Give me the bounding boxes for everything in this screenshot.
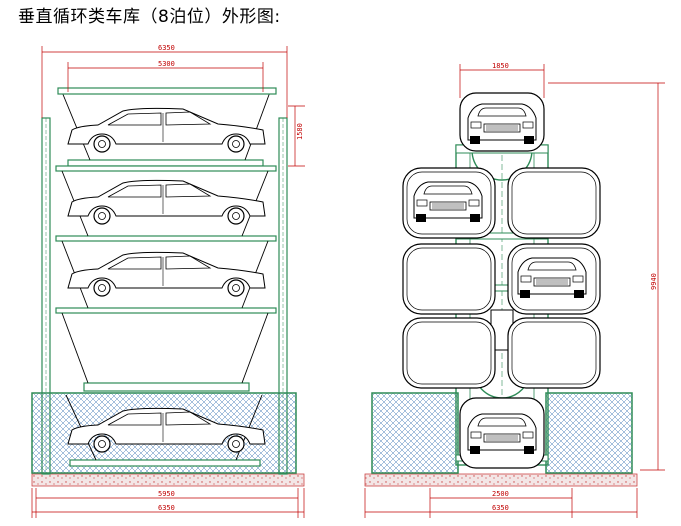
front-base-width: 6350 [492, 504, 509, 512]
side-car-1 [67, 107, 266, 153]
page-title: 垂直循环类车库（8泊位）外形图: [18, 7, 281, 27]
front-dimensions [364, 64, 665, 518]
side-top-height: 1580 [296, 123, 304, 140]
front-view: 1850 9940 2500 6350 [364, 62, 665, 518]
front-pit-mesh-left [371, 392, 459, 474]
pod-right-3 [507, 317, 601, 389]
pod-left-3 [402, 317, 496, 389]
front-base-inner-width: 2500 [492, 490, 509, 498]
side-car-3 [67, 251, 266, 297]
side-platforms [55, 159, 277, 467]
front-overall-height: 9940 [650, 273, 658, 290]
side-base-width: 6350 [158, 504, 175, 512]
side-base-inner-width: 5950 [158, 490, 175, 498]
front-ground [364, 473, 638, 487]
pod-left-2 [402, 243, 496, 315]
side-platform-width: 5300 [158, 60, 175, 68]
side-overall-width: 6350 [158, 44, 175, 52]
side-view: 6350 5300 1580 5950 6350 [31, 44, 305, 518]
pod-right-1 [507, 167, 601, 239]
front-pit-mesh-right [545, 392, 633, 474]
bottom-pod-car [467, 413, 537, 455]
front-car-right [517, 257, 587, 299]
side-car-2 [67, 179, 266, 225]
side-ground [31, 473, 305, 487]
side-dimensions [31, 46, 305, 518]
top-pod-car [467, 103, 537, 145]
front-car-left [413, 181, 483, 223]
front-top-width: 1850 [492, 62, 509, 70]
